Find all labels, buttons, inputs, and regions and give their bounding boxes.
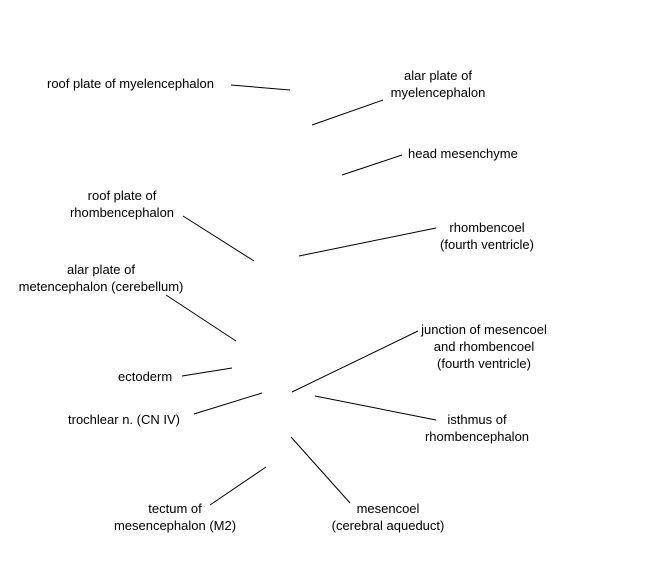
leader-line-roof-plate-myelencephalon [230,84,291,91]
leader-line-tectum-mesencephalon [209,466,267,506]
leader-line-ectoderm [181,367,233,377]
leader-line-isthmus-rhombencephalon [314,395,437,421]
label-alar-plate-metencephalon: alar plate of metencephalon (cerebellum) [18,262,184,294]
label-trochlear-nerve: trochlear n. (CN IV) [68,412,180,427]
leader-line-alar-plate-metencephalon [165,294,237,342]
label-tectum-mesencephalon: tectum of mesencephalon (M2) [113,501,237,533]
leader-line-trochlear-nerve [193,392,263,415]
leader-line-mesencoel [290,436,351,504]
label-alar-plate-myelencephalon: alar plate of myelencephalon [390,68,486,100]
label-junction-mesencoel-rhombencoel: junction of mesencoel and rhombencoel (f… [421,322,547,371]
label-isthmus-rhombencephalon: isthmus of rhombencephalon [424,412,530,444]
leader-line-head-mesenchyme [341,154,403,176]
leader-line-junction-mesencoel-rhombencoel [291,330,419,393]
leader-line-alar-plate-myelencephalon [311,99,384,126]
leader-line-roof-plate-rhombencephalon [182,215,255,262]
label-roof-plate-rhombencephalon: roof plate of rhombencephalon [69,188,175,220]
leader-line-rhombencoel [298,227,437,257]
label-head-mesenchyme: head mesenchyme [408,146,518,161]
label-roof-plate-myelencephalon: roof plate of myelencephalon [47,76,214,91]
label-mesencoel: mesencoel (cerebral aqueduct) [331,501,445,533]
label-ectoderm: ectoderm [118,369,173,384]
label-rhombencoel: rhombencoel (fourth ventricle) [440,220,534,252]
